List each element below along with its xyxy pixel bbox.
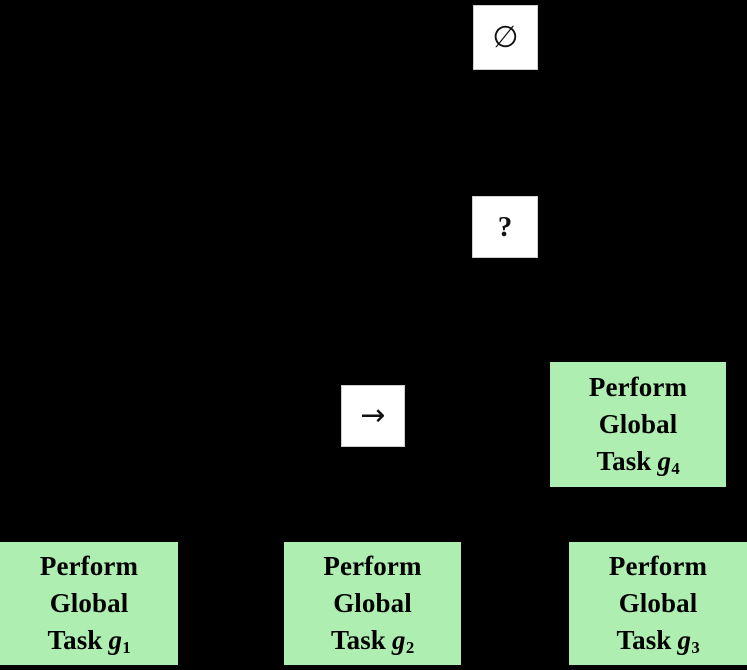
task-g1-subscript: 1 xyxy=(122,637,131,657)
task-g1-line-1: Perform xyxy=(39,551,139,582)
task-g3-line-3-prefix: Task xyxy=(616,624,672,655)
task-g3-variable: g3 xyxy=(677,624,700,657)
task-g4-line-1: Perform xyxy=(588,372,688,403)
task-g2-line-3-prefix: Task xyxy=(330,624,386,655)
task-g3-subscript: 3 xyxy=(691,637,700,657)
node-right-arrow[interactable]: → xyxy=(341,385,405,447)
task-g1-variable: g1 xyxy=(108,624,131,657)
node-empty-set[interactable]: ∅ xyxy=(473,5,538,70)
task-g2-line-1: Perform xyxy=(323,551,422,582)
task-g4-subscript: 4 xyxy=(671,458,680,478)
node-question-mark[interactable]: ? xyxy=(472,196,538,258)
empty-set-icon: ∅ xyxy=(492,19,519,55)
task-g2-line-2: Global xyxy=(333,588,412,619)
task-g3-line-1: Perform xyxy=(608,551,708,582)
task-g2-variable: g2 xyxy=(391,624,415,657)
task-g4-line-3-prefix: Task xyxy=(596,445,652,476)
right-arrow-icon: → xyxy=(360,398,386,433)
task-g1-line-2: Global xyxy=(49,588,129,619)
task-g3-line-2: Global xyxy=(618,588,698,619)
question-mark-icon: ? xyxy=(497,210,513,243)
task-g4-line-2: Global xyxy=(598,409,678,440)
task-g4-variable: g4 xyxy=(657,445,680,478)
task-g1-line-3-prefix: Task xyxy=(47,624,103,655)
task-g2-subscript: 2 xyxy=(405,637,415,657)
